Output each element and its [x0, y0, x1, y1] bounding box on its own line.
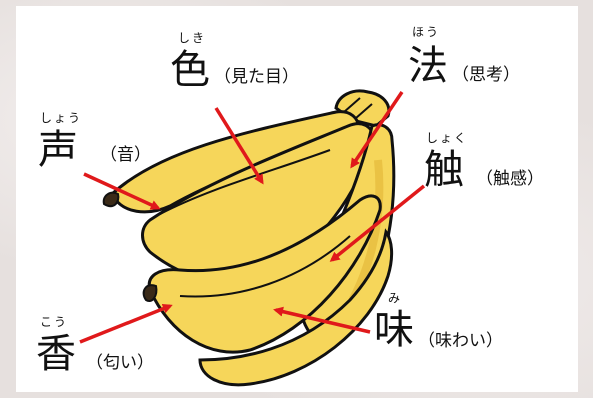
- arrow-touch: [329, 184, 426, 262]
- note-taste: （味わい）: [418, 331, 503, 351]
- label-dharma: 法: [408, 43, 448, 89]
- banana-bottom: [198, 228, 394, 387]
- ruby-smell: こう: [40, 315, 69, 329]
- arrow-color: [214, 107, 264, 185]
- label-smell: 香: [36, 331, 76, 377]
- ruby-touch: しょく: [426, 131, 469, 145]
- arrow-voice: [83, 172, 161, 210]
- note-smell: （匂い）: [86, 353, 154, 373]
- label-touch: 触: [424, 147, 464, 193]
- label-taste: 味: [374, 307, 414, 353]
- ruby-taste: み: [388, 291, 403, 305]
- note-touch: （触感）: [476, 169, 544, 189]
- ruby-voice: しょう: [40, 111, 83, 125]
- ruby-dharma: ほう: [412, 25, 441, 39]
- banana-middle: [141, 122, 376, 284]
- note-voice: （音）: [100, 145, 151, 165]
- note-color: （見た目）: [214, 67, 299, 87]
- arrow-dharma: [350, 91, 404, 169]
- label-voice: 声: [38, 127, 78, 173]
- label-color: 色: [170, 47, 210, 93]
- arrow-taste: [273, 306, 371, 334]
- arrow-smell: [79, 303, 173, 344]
- note-dharma: （思考）: [452, 65, 520, 85]
- ruby-color: しき: [178, 31, 207, 45]
- banana-front: [147, 194, 382, 354]
